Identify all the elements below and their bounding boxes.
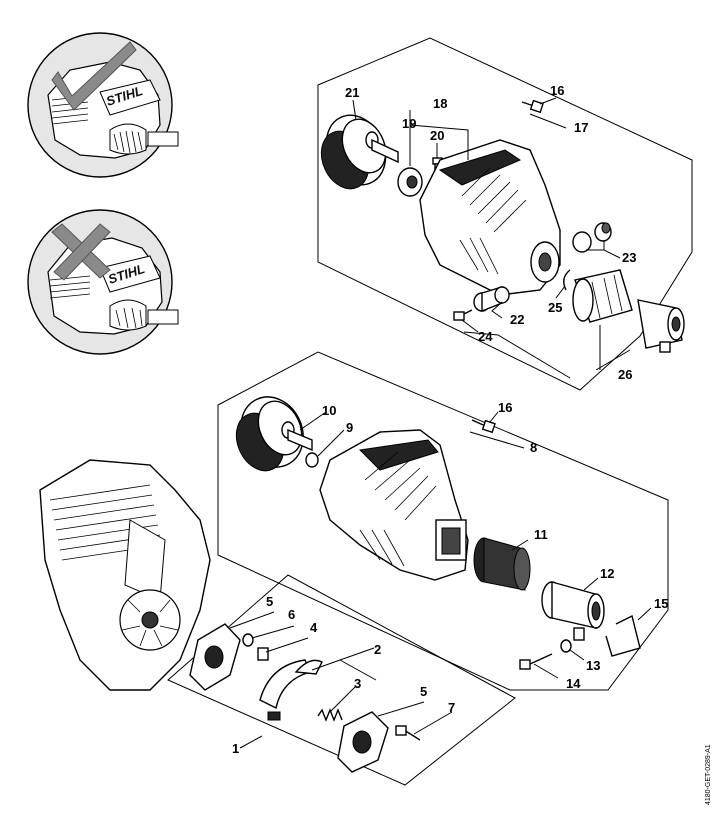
callout-20: 20 [430, 128, 444, 143]
part-22-bushing [473, 286, 510, 313]
part-11-rubber-sleeve [473, 537, 531, 591]
part-26-tube-assembly [572, 269, 685, 353]
engine-sketch-incorrect: STIHL [47, 237, 179, 335]
callout-25: 25 [548, 300, 562, 315]
part-5-clutch-carrier-upper [189, 623, 241, 691]
part-17-gear-housing [419, 139, 561, 296]
part-23-bushings [572, 222, 612, 253]
part-9-washer [305, 452, 319, 468]
callout-14: 14 [566, 676, 581, 691]
part-7-screw [395, 725, 421, 741]
callout-22: 22 [510, 312, 524, 327]
callout-9: 9 [346, 420, 353, 435]
part-19-bearing [397, 167, 423, 197]
document-code: 4180-GET-0289-A1 [705, 744, 712, 805]
part-8-gear-housing [319, 429, 469, 581]
engine-sketch-correct: STIHL [47, 61, 179, 159]
part-25-circlip [563, 269, 571, 291]
part-6-washer [242, 633, 254, 647]
callout-3: 3 [354, 676, 361, 691]
callout-15: 15 [654, 596, 668, 611]
part-24-screw [453, 309, 473, 321]
part-14-screw [519, 653, 553, 670]
callout-4: 4 [310, 620, 318, 635]
group-frame-8 [217, 351, 669, 691]
callout-5-upper: 5 [266, 594, 273, 609]
part-13-washer [560, 639, 572, 653]
callout-19: 19 [402, 116, 416, 131]
callout-8: 8 [530, 440, 537, 455]
part-21-clutch-drum [320, 114, 399, 190]
callout-7: 7 [448, 700, 455, 715]
callout-12: 12 [600, 566, 614, 581]
part-12-tube [541, 581, 605, 641]
x-mark-icon [51, 223, 111, 281]
checkmark-icon [51, 41, 137, 111]
callout-21: 21 [345, 85, 359, 100]
inset-correct: STIHL [27, 32, 179, 178]
callout-13: 13 [586, 658, 600, 673]
callout-23: 23 [622, 250, 636, 265]
part-4-sleeve [257, 647, 269, 661]
part-16-screw-middle [471, 419, 496, 434]
callout-labels: 16 17 21 18 19 20 23 25 22 24 26 10 9 16… [232, 83, 668, 756]
callout-26: 26 [618, 367, 632, 382]
callout-11: 11 [534, 527, 548, 542]
callout-17: 17 [574, 120, 588, 135]
callout-10: 10 [322, 403, 336, 418]
inset-incorrect: STIHL [27, 209, 179, 355]
callout-5-lower: 5 [420, 684, 427, 699]
callout-18: 18 [433, 96, 447, 111]
callout-1: 1 [232, 741, 239, 756]
part-5-clutch-carrier-lower [337, 711, 389, 773]
part-16-screw-upper [521, 99, 544, 114]
part-10-clutch-drum [235, 396, 313, 472]
callout-16-upper: 16 [550, 83, 564, 98]
part-3-spring [317, 708, 343, 722]
engine-block [39, 459, 211, 691]
callout-16-middle: 16 [498, 400, 512, 415]
part-15-wire-clip [605, 614, 641, 657]
group-frame-17 [317, 37, 693, 391]
callout-2: 2 [374, 642, 381, 657]
callout-6: 6 [288, 607, 295, 622]
callout-24: 24 [478, 329, 493, 344]
part-2-clutch-shoe [259, 659, 323, 721]
leader-lines [229, 97, 652, 749]
group-frame-1 [167, 574, 516, 786]
